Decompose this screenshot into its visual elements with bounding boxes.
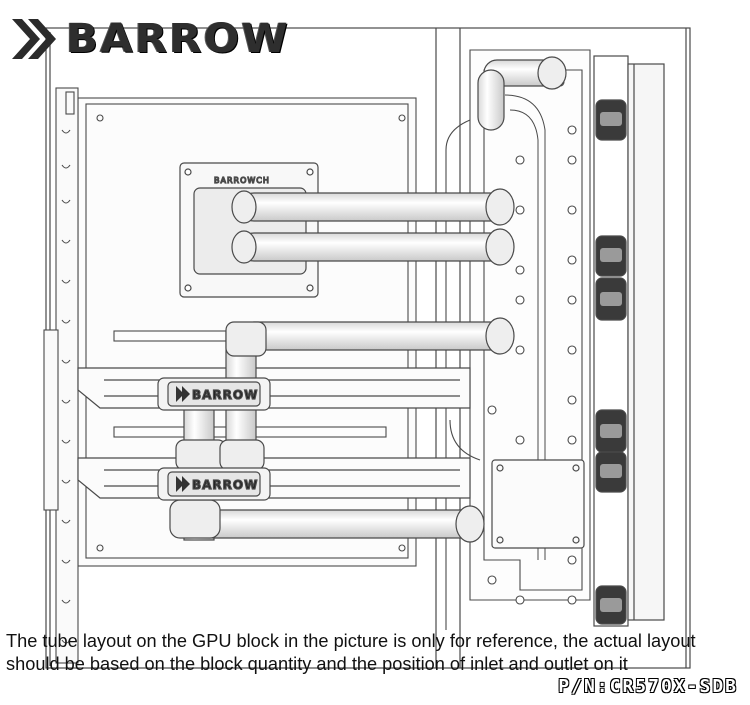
- gpu-bridge-2-label: BARROW: [192, 478, 258, 492]
- fittings: [169, 56, 567, 543]
- brand-name: BARROW: [66, 16, 290, 62]
- radiator: [593, 55, 665, 627]
- pci-rail: [43, 87, 79, 664]
- cpu-block: BARROWCH: [179, 162, 319, 298]
- case-frame: [45, 27, 691, 669]
- caption-line-2: should be based on the block quantity an…: [6, 654, 628, 674]
- caption-line-1: The tube layout on the GPU block in the …: [6, 631, 696, 651]
- pump-block: [491, 459, 585, 549]
- gpu-bridge-1: BARROW: [157, 377, 271, 411]
- gpu-bridge-1-label: BARROW: [192, 388, 258, 402]
- barrow-chevron-logo-icon: [12, 19, 56, 59]
- caption: The tube layout on the GPU block in the …: [6, 630, 746, 676]
- brand-logo: BARROW: [10, 14, 288, 64]
- cpu-block-label: BARROWCH: [214, 176, 270, 185]
- gpu-bridge-2: BARROW: [157, 467, 271, 501]
- part-number: P/N:CR570X-SDB: [558, 676, 738, 697]
